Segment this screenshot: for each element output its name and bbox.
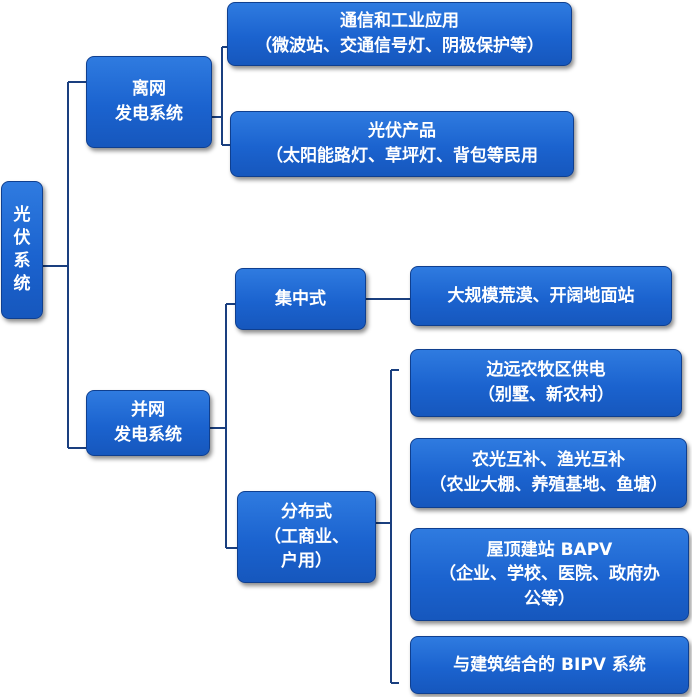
offgrid-pv-products-node: 光伏产品 （太阳能路灯、草坪灯、背包等民用: [230, 111, 574, 177]
large-ground-station-node: 大规模荒漠、开阔地面站: [410, 266, 672, 326]
connector-root: [43, 81, 86, 449]
connector-ongrid: [210, 303, 237, 549]
root-label-char: 光: [13, 205, 31, 226]
connector-offgrid: [212, 46, 230, 146]
node-label-line: 户用）: [281, 551, 332, 572]
distributed-node: 分布式 （工商业、 户用）: [237, 491, 376, 583]
root-node-photovoltaic-system: 光 伏 系 统: [1, 181, 43, 319]
offgrid-label-line: 离网: [132, 79, 166, 100]
node-label-line: 与建筑结合的 BIPV 系统: [453, 654, 646, 675]
centralized-node: 集中式: [235, 268, 366, 330]
node-label-line: 公等）: [524, 588, 575, 609]
node-label-line: （别墅、新农村）: [478, 385, 614, 405]
offgrid-node: 离网 发电系统: [86, 56, 212, 148]
ongrid-node: 并网 发电系统: [86, 390, 210, 456]
node-label-line: （企业、学校、医院、政府办: [439, 564, 660, 585]
node-label-line: 光伏产品: [368, 121, 436, 142]
offgrid-label-line: 发电系统: [115, 104, 183, 124]
ongrid-label-line: 发电系统: [114, 425, 182, 445]
node-label-line: 分布式: [281, 502, 332, 523]
connector-distributed: [376, 369, 399, 684]
node-label-line: （农业大棚、养殖基地、鱼塘）: [429, 475, 668, 495]
node-label-line: 集中式: [275, 288, 326, 309]
node-label-line: 屋顶建站 BAPV: [486, 539, 613, 560]
root-label-char: 系: [13, 251, 31, 271]
remote-pastoral-supply-node: 边远农牧区供电 （别墅、新农村）: [410, 349, 682, 417]
offgrid-telecom-industrial-node: 通信和工业应用 （微波站、交通信号灯、阴极保护等）: [227, 2, 572, 66]
bipv-node: 与建筑结合的 BIPV 系统: [410, 636, 689, 694]
node-label-line: 大规模荒漠、开阔地面站: [447, 285, 635, 306]
node-label-line: （太阳能路灯、草坪灯、背包等民用: [266, 146, 538, 166]
rooftop-bapv-node: 屋顶建站 BAPV （企业、学校、医院、政府办 公等）: [410, 528, 689, 621]
node-label-line: （微波站、交通信号灯、阴极保护等）: [255, 36, 544, 56]
root-label-char: 伏: [13, 228, 31, 249]
node-label-line: 边远农牧区供电: [486, 360, 606, 381]
node-label-line: （工商业、: [264, 526, 349, 547]
node-label-line: 通信和工业应用: [340, 11, 459, 32]
node-label-line: 农光互补、渔光互补: [472, 450, 625, 471]
root-label-char: 统: [13, 273, 31, 294]
ongrid-label-line: 并网: [131, 400, 165, 421]
agri-fishery-pv-node: 农光互补、渔光互补 （农业大棚、养殖基地、鱼塘）: [410, 438, 687, 508]
